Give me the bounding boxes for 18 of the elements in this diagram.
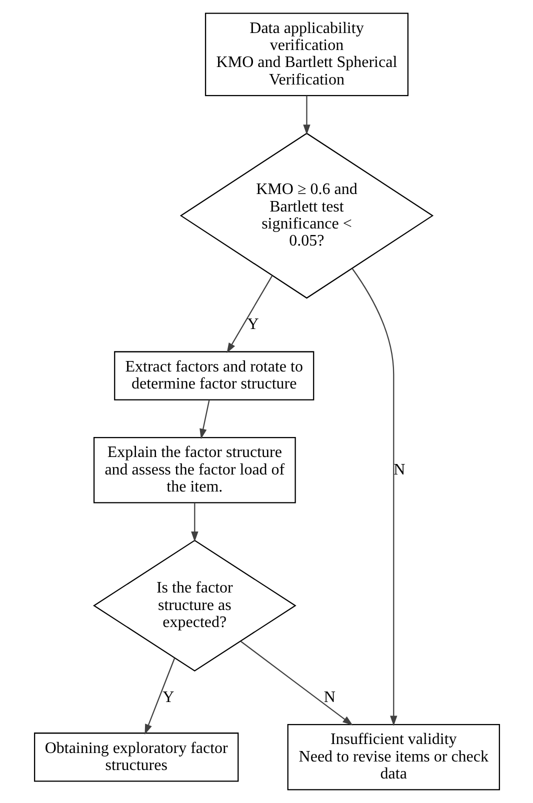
edge-label: N — [393, 461, 405, 478]
arrow — [144, 658, 175, 735]
node-box: Data applicability verification KMO and Bartlett Spherical Verification — [204, 12, 408, 96]
edge-label: Y — [162, 688, 174, 706]
arrow — [302, 96, 310, 135]
node-box: Insufficient validity Need to revise items or check data — [286, 724, 500, 790]
arrow — [240, 640, 352, 726]
node-box: Obtaining exploratory factor structures — [34, 732, 238, 782]
edge-label: N — [323, 688, 335, 706]
node-box: Extract factors and rotate to determine factor structure — [114, 351, 314, 400]
arrow — [351, 268, 397, 726]
arrow — [199, 400, 210, 440]
node-diamond: Is the factor structure as expected? — [92, 540, 296, 672]
arrow — [190, 502, 198, 542]
arrow — [226, 275, 272, 354]
node-box: Explain the factor structure and assess the factor load of the item. — [92, 436, 296, 504]
node-diamond: KMO ≥ 0.6 and Bartlett test significance < 0.05? — [179, 132, 434, 299]
edge-label: Y — [246, 316, 258, 334]
